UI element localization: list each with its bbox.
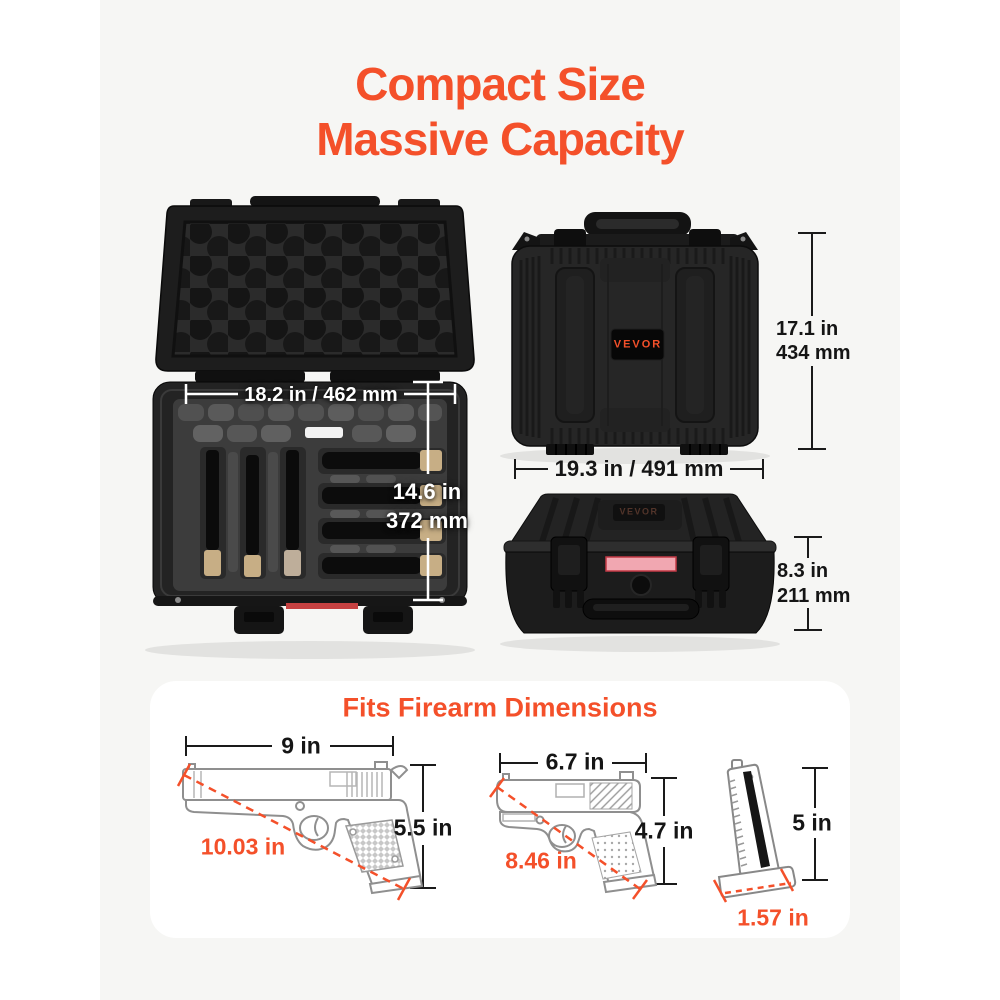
front-case-vevor-logo: VEVOR (613, 338, 663, 351)
front-case-height-label-mm: 434 mm (776, 342, 851, 364)
full-size-height-label: 5.5 in (393, 814, 453, 841)
full-size-width-label: 9 in (281, 732, 321, 759)
compact-width-label: 6.7 in (545, 748, 605, 775)
compact-diagonal-label: 8.46 in (505, 847, 577, 874)
open-case-width-label: 18.2 in / 462 mm (244, 384, 398, 406)
page-title-line-1: Compact Size (355, 58, 646, 110)
side-case-vevor-logo: VEVOR (619, 506, 659, 517)
magazine-width-label: 1.57 in (737, 904, 809, 931)
page-title-line-2: Massive Capacity (316, 113, 685, 165)
firearm-panel-title: Fits Firearm Dimensions (342, 692, 658, 723)
open-case-depth-label-in: 14.6 in (392, 479, 462, 504)
front-case-height-label-in: 17.1 in (776, 318, 839, 340)
front-case-width-label: 19.3 in / 491 mm (554, 456, 724, 481)
compact-height-label: 4.7 in (634, 817, 694, 844)
open-case-depth-label-mm: 372 mm (386, 508, 468, 533)
magazine-height-label: 5 in (792, 809, 832, 836)
full-size-diagonal-label: 10.03 in (200, 833, 286, 860)
side-case-height-label-in: 8.3 in (777, 560, 829, 582)
side-case-height-label-mm: 211 mm (777, 585, 851, 607)
